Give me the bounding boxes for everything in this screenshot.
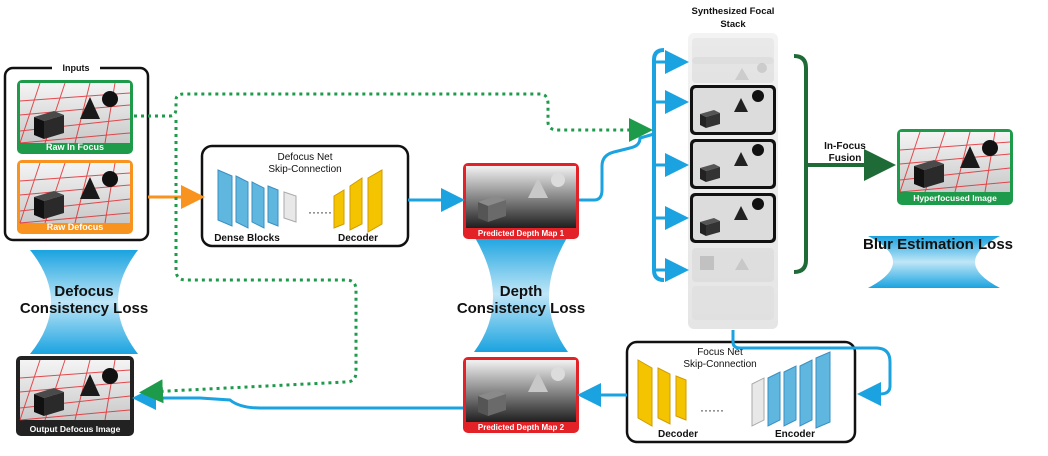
predicted-depth-map-2: Predicted Depth Map 2 <box>463 357 579 433</box>
focal-stack-frame-5 <box>690 193 776 243</box>
depth-loss-funnel <box>474 236 568 352</box>
defocus-net-ellipsis: ······ <box>308 205 332 219</box>
focal-stack-frame-6 <box>692 248 774 282</box>
arrow-stack-to-focus-net <box>731 330 892 406</box>
focus-decoder-label: Decoder <box>658 429 698 440</box>
hyperfocused-caption: Hyperfocused Image <box>913 193 997 203</box>
defocus-net-title: Defocus Net <box>277 152 332 163</box>
focus-net-subtitle: Skip-Connection <box>683 359 756 370</box>
depth-map-2-caption: Predicted Depth Map 2 <box>478 423 565 432</box>
output-defocus-image: Output Defocus Image <box>16 356 134 436</box>
focus-net-ellipsis: ······ <box>700 403 724 417</box>
focus-net-title: Focus Net <box>697 347 743 358</box>
defocus-loss-line2: Consistency Loss <box>20 300 148 317</box>
focal-stack-frame-1 <box>692 38 774 64</box>
fusion-label-line2: Fusion <box>829 153 862 164</box>
defocus-loss-line1: Defocus <box>54 283 113 300</box>
depth-loss-line1: Depth <box>500 283 543 300</box>
raw-in-focus-image: Raw In Focus <box>17 80 133 154</box>
output-defocus-caption: Output Defocus Image <box>30 424 121 434</box>
fusion-brace <box>793 54 808 274</box>
depth-loss-line2: Consistency Loss <box>457 300 585 317</box>
decoder-label: Decoder <box>338 233 378 244</box>
blur-loss-funnel <box>868 236 1000 288</box>
raw-in-focus-caption: Raw In Focus <box>46 142 104 152</box>
blur-loss-label: Blur Estimation Loss <box>863 236 1013 253</box>
focal-stack-frame-4 <box>690 139 776 189</box>
inputs-title: Inputs <box>63 63 90 73</box>
focal-stack-frame-7 <box>692 286 774 320</box>
arrow-depth2-to-output <box>132 386 463 410</box>
focal-stack-frame-2 <box>692 57 774 83</box>
focal-stack-input-brace <box>652 48 689 282</box>
focal-stack-title: Synthesized Focal <box>692 6 775 17</box>
raw-defocus-caption: Raw Defocus <box>47 222 104 232</box>
arrow-depth1-to-stack <box>579 132 655 202</box>
predicted-depth-map-1: Predicted Depth Map 1 <box>463 163 579 239</box>
encoder-label: Encoder <box>775 429 815 440</box>
fusion-label-line1: In-Focus <box>824 141 866 152</box>
dotted-infocus-to-stack <box>134 92 653 142</box>
dense-blocks-layers <box>217 169 297 229</box>
raw-defocus-image: Raw Defocus <box>17 160 133 234</box>
depth-map-1-caption: Predicted Depth Map 1 <box>478 229 565 238</box>
focal-stack-frame-3 <box>690 85 776 135</box>
decoder-layers <box>333 169 383 233</box>
defocus-net-subtitle: Skip-Connection <box>268 164 341 175</box>
hyperfocused-image: Hyperfocused Image <box>897 129 1013 205</box>
defocus-loss-funnel <box>30 250 138 354</box>
focus-decoder-layers <box>637 359 687 427</box>
focal-stack-subtitle: Stack <box>720 19 746 30</box>
encoder-layers <box>751 351 831 429</box>
dense-blocks-label: Dense Blocks <box>214 233 280 244</box>
